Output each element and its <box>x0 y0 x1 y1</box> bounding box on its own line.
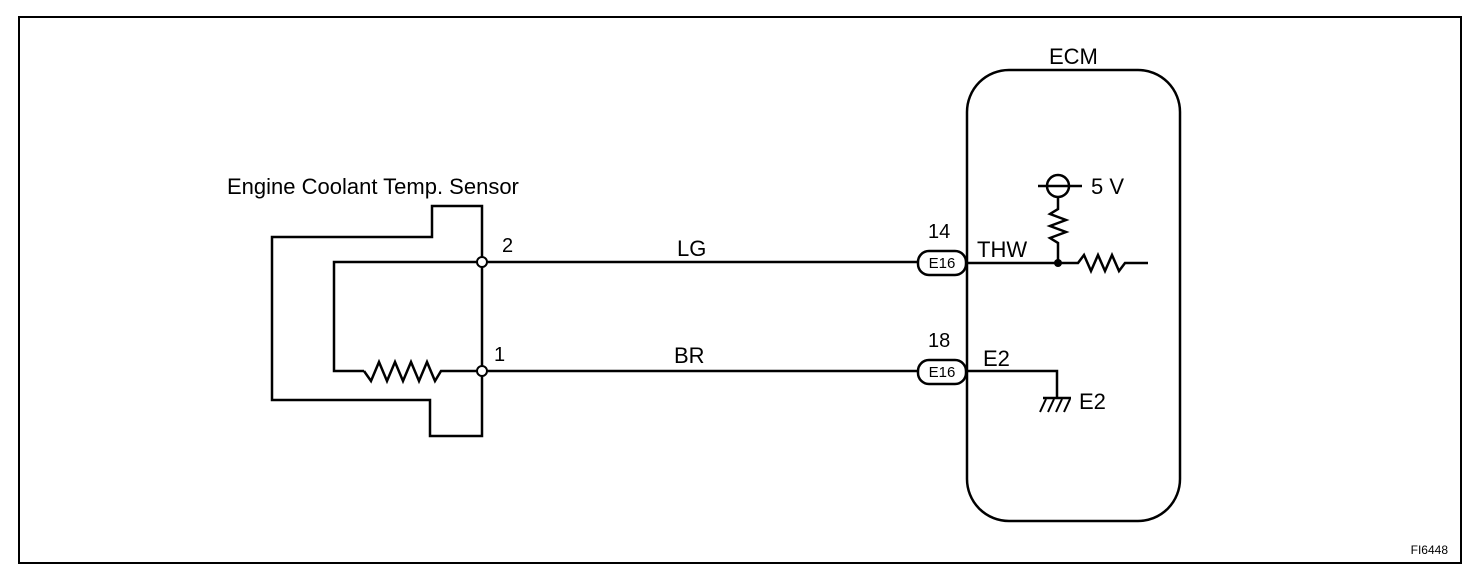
connector-e16-bottom-label: E16 <box>929 364 956 381</box>
connector-e16-top-label: E16 <box>929 255 956 272</box>
connector-pin-14: 14 <box>928 221 950 243</box>
ecm-box <box>965 68 1182 523</box>
ecm-title: ECM <box>1049 44 1098 69</box>
ecm-signal-resistor <box>1058 251 1148 275</box>
ecm-5v-label: 5 V <box>1091 174 1124 199</box>
ecm-e2-wire <box>966 369 1059 397</box>
diagram-frame <box>18 16 1462 564</box>
sensor-title: Engine Coolant Temp. Sensor <box>227 174 519 199</box>
sensor-pin-2-label: 2 <box>502 235 513 257</box>
figure-id: FI6448 <box>1411 543 1449 557</box>
ground-e2-label: E2 <box>1079 389 1106 414</box>
wire-lg-label: LG <box>677 236 706 261</box>
sensor-pin-1-label: 1 <box>494 344 505 366</box>
sensor-terminal-1 <box>476 365 488 377</box>
sensor-thermistor <box>362 358 482 385</box>
sensor-housing <box>270 204 484 438</box>
connector-pin-18: 18 <box>928 330 950 352</box>
sensor-internal-wire <box>332 260 482 373</box>
ecm-e2-label: E2 <box>983 346 1010 371</box>
sensor-terminal-2 <box>476 256 488 268</box>
ecm-pullup-resistor <box>1046 197 1070 263</box>
ecm-thw-label: THW <box>977 237 1027 262</box>
wire-br-label: BR <box>674 343 705 368</box>
ground-icon <box>1039 398 1071 413</box>
